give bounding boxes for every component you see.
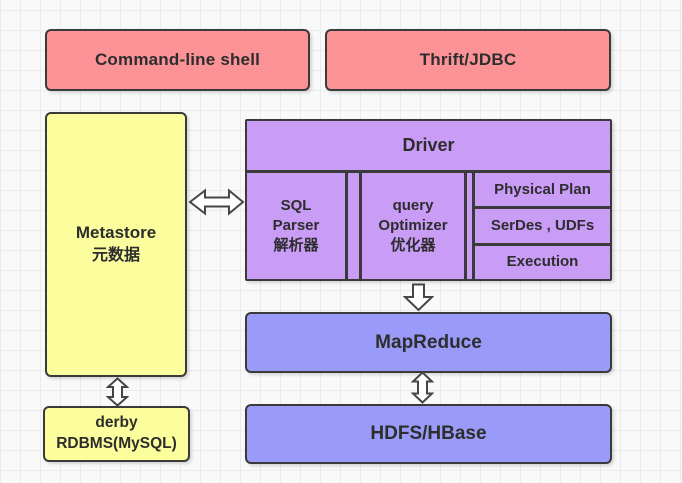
sql-parser-line-cn: 解析器 — [273, 236, 319, 254]
node-driver: Driver SQL Parser 解析器 query Optimizer 优化… — [245, 119, 612, 281]
node-sql-parser: SQL Parser 解析器 — [247, 173, 348, 279]
node-serdes-udfs: SerDes , UDFs — [475, 209, 610, 246]
node-label-cn: 元数据 — [91, 247, 140, 265]
metastore-driver-arrow-icon — [188, 188, 245, 216]
node-label: HDFS/HBase — [370, 423, 487, 444]
node-query-optimizer: query Optimizer 优化器 — [359, 173, 467, 279]
node-label: Command-line shell — [94, 50, 261, 69]
sql-parser-line: SQL — [280, 197, 312, 215]
driver-body: SQL Parser 解析器 query Optimizer 优化器 Physi… — [247, 173, 610, 279]
node-physical-plan: Physical Plan — [475, 173, 610, 210]
query-optimizer-line: Optimizer — [378, 217, 448, 235]
metastore-derby-arrow-icon — [106, 377, 129, 407]
mapreduce-hdfs-arrow-icon — [411, 371, 434, 404]
node-execution: Execution — [506, 253, 579, 271]
node-label: MapReduce — [375, 331, 482, 353]
node-label: Thrift/JDBC — [419, 50, 517, 69]
query-optimizer-line: query — [392, 197, 434, 215]
node-metastore: Metastore 元数据 — [45, 112, 187, 377]
driver-mapreduce-arrow-icon — [403, 283, 434, 312]
node-command-line-shell: Command-line shell — [45, 29, 310, 91]
node-thrift-jdbc: Thrift/JDBC — [325, 29, 611, 91]
node-label: RDBMS(MySQL) — [56, 435, 177, 452]
node-label: Metastore — [75, 223, 157, 243]
node-label: derby — [95, 414, 138, 432]
query-optimizer-line-cn: 优化器 — [390, 236, 436, 254]
driver-title: Driver — [247, 121, 610, 173]
node-derby-rdbms: derby RDBMS(MySQL) — [43, 406, 190, 462]
sql-parser-line: Parser — [272, 217, 320, 235]
driver-right-column: Physical Plan SerDes , UDFs Execution — [472, 173, 610, 279]
node-hdfs-hbase: HDFS/HBase — [245, 404, 612, 464]
node-mapreduce: MapReduce — [245, 312, 612, 373]
